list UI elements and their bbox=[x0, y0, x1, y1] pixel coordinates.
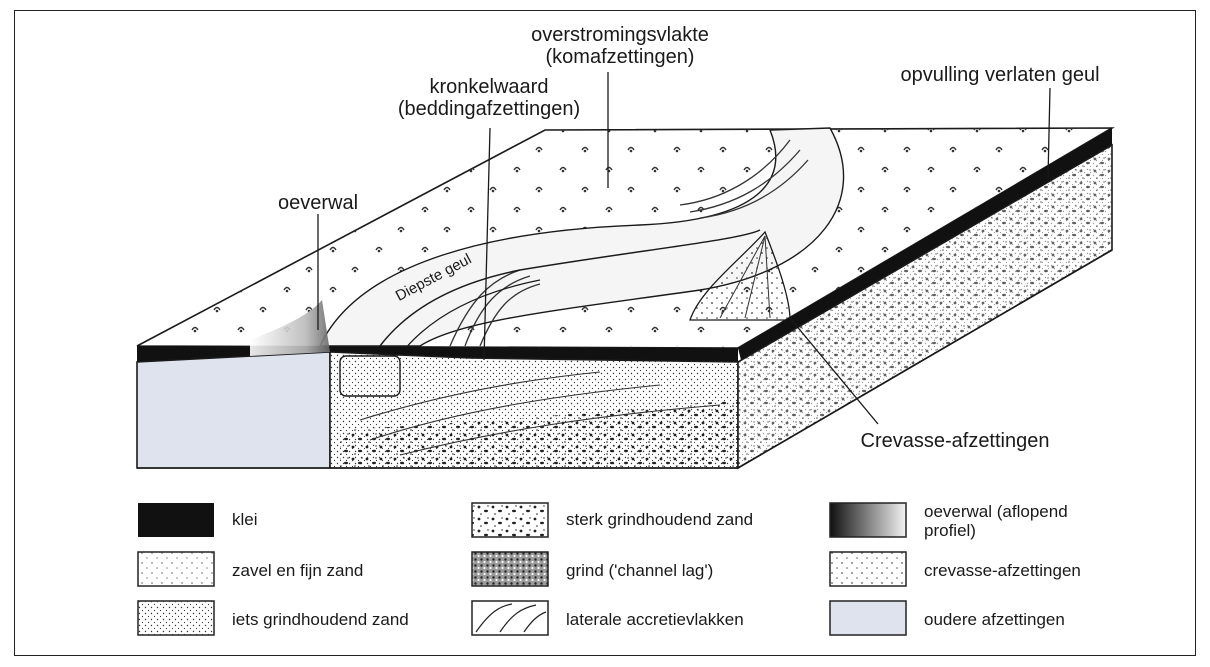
label-oeverwal: oeverwal bbox=[268, 192, 368, 214]
label-crevasse: Crevasse-afzettingen bbox=[835, 430, 1075, 452]
label-overstromingsvlakte: overstromingsvlakte (komafzettingen) bbox=[520, 24, 720, 68]
legend-text-zavel: zavel en fijn zand bbox=[232, 561, 363, 580]
legend-text-iets-grind: iets grindhoudend zand bbox=[232, 610, 409, 629]
front-face bbox=[137, 352, 330, 468]
legend-swatch-grind bbox=[472, 552, 548, 586]
legend-text-oeverwal: oeverwal (aflopend profiel) bbox=[924, 502, 1068, 540]
legend-swatch-oeverwal bbox=[830, 503, 906, 537]
legend-text-oudere: oudere afzettingen bbox=[924, 610, 1065, 629]
legend-text-klei: klei bbox=[232, 510, 258, 529]
legend-text-sterk-grind: sterk grindhoudend zand bbox=[566, 510, 753, 529]
legend-text-grind: grind ('channel lag') bbox=[566, 561, 713, 580]
legend-swatch-klei bbox=[138, 503, 214, 537]
legend-swatch-oudere bbox=[830, 601, 906, 635]
legend-text-laterale: laterale accretievlakken bbox=[566, 610, 744, 629]
label-opvulling: opvulling verlaten geul bbox=[860, 64, 1140, 86]
legend-text-crevasse: crevasse-afzettingen bbox=[924, 561, 1081, 580]
label-kronkelwaard: kronkelwaard (beddingafzettingen) bbox=[378, 76, 600, 120]
